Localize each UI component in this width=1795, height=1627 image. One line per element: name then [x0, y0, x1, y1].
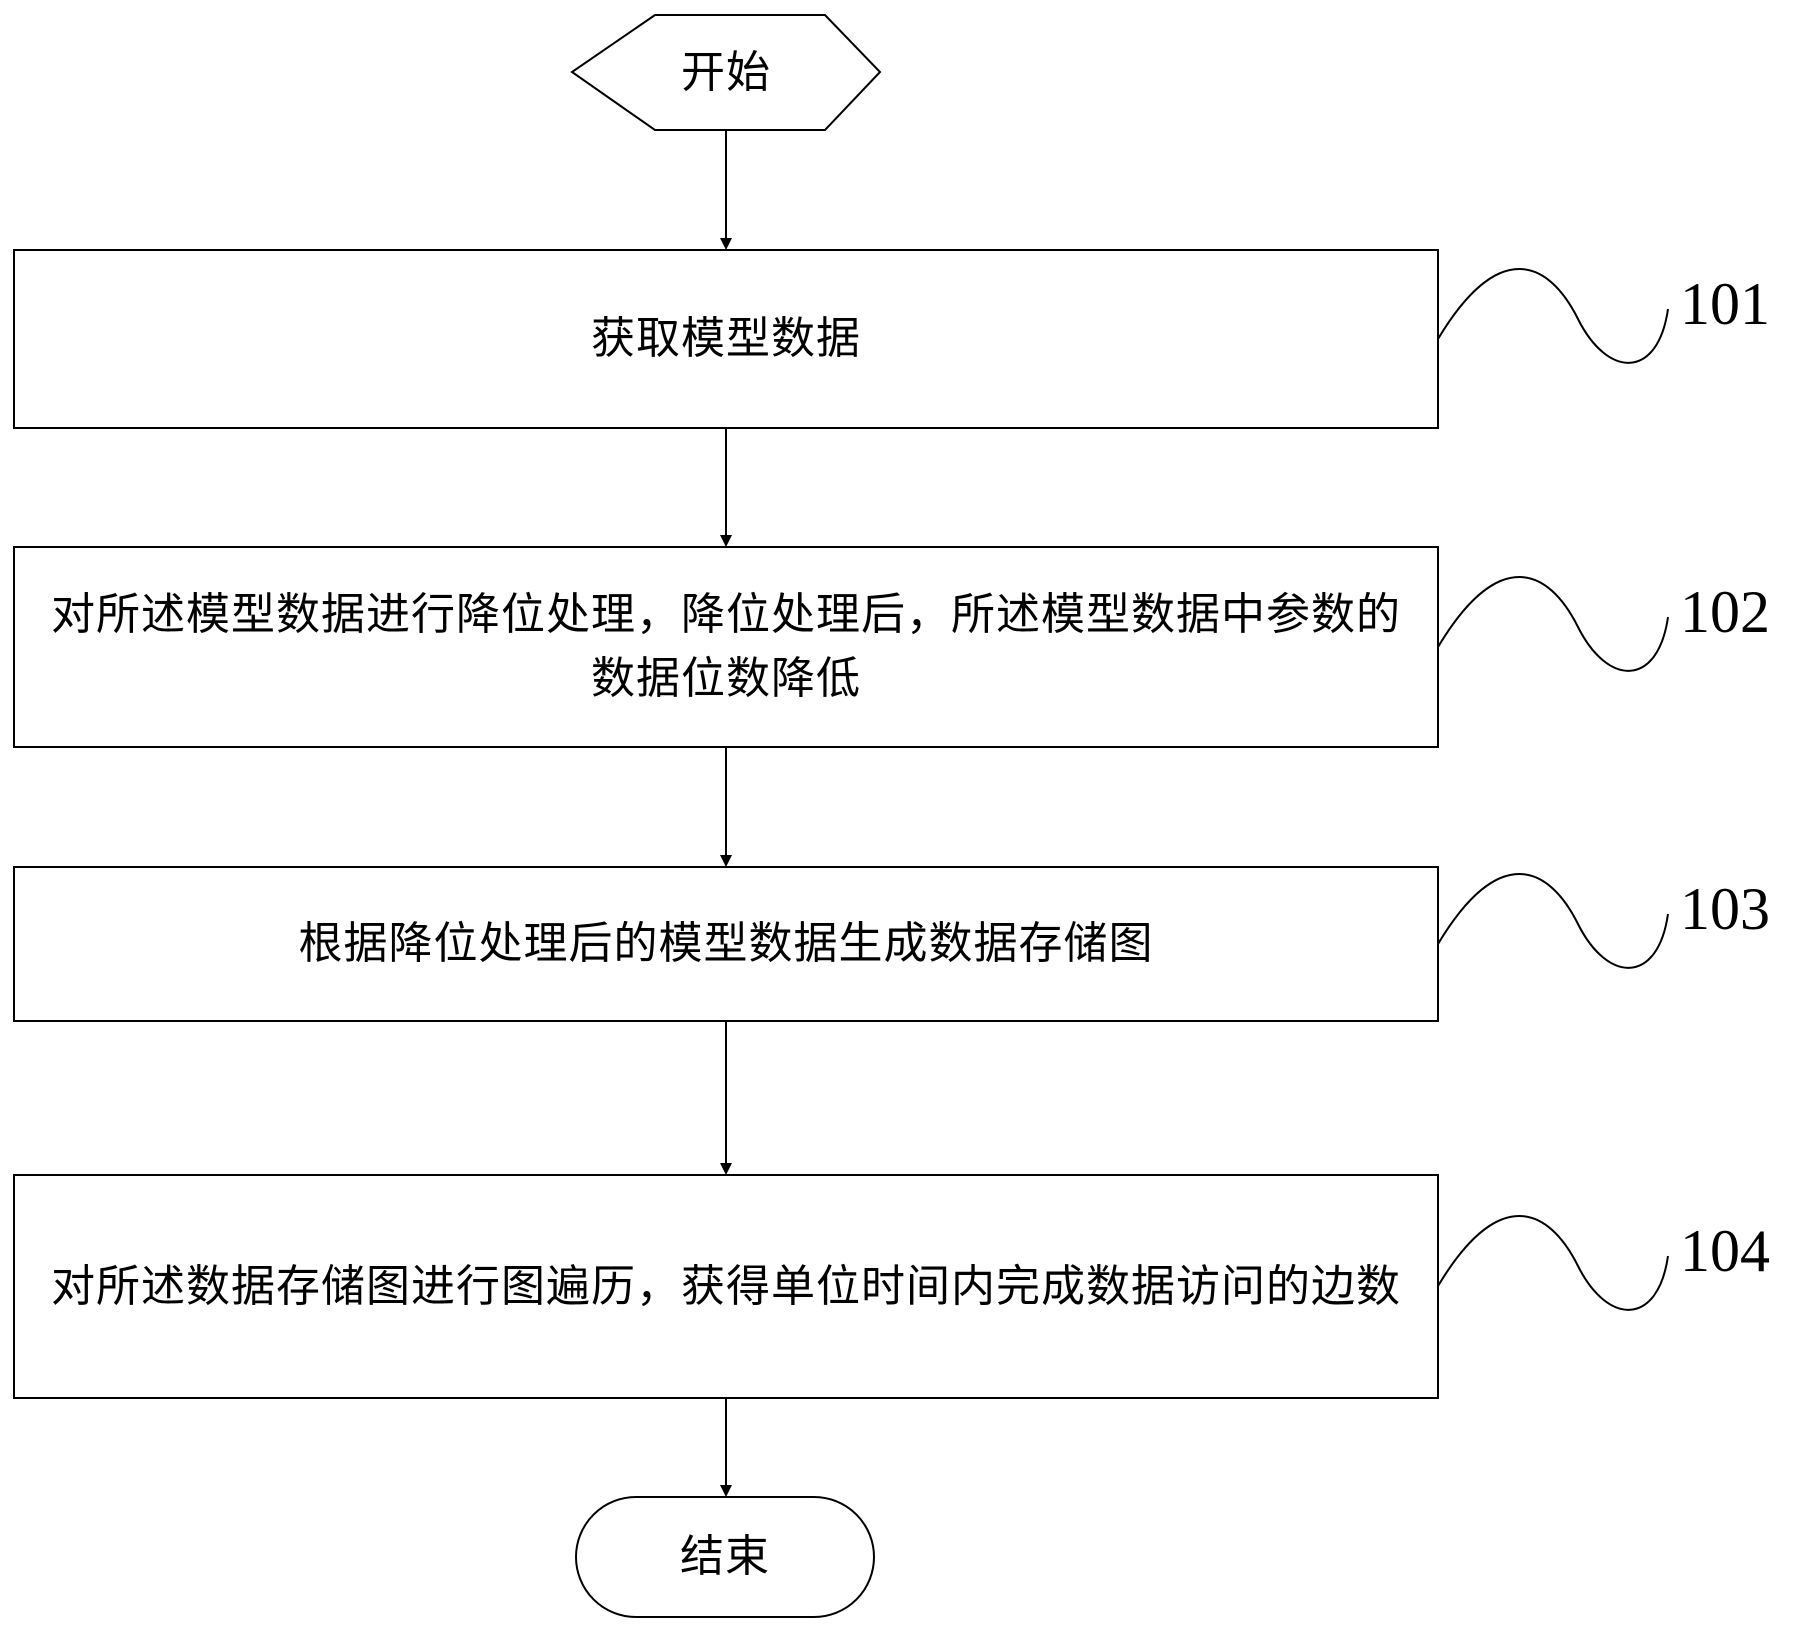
step-box-103 [13, 866, 1439, 1022]
leader-squiggle-104 [1437, 1215, 1669, 1311]
end-terminal-shape [575, 1496, 875, 1618]
leader-squiggle-101 [1437, 268, 1669, 364]
end-label: 结束 [680, 1531, 770, 1582]
start-label: 开始 [681, 46, 771, 98]
start-terminal: 开始 [572, 15, 880, 130]
step-box-101 [13, 249, 1439, 429]
leader-squiggle-102 [1437, 576, 1669, 672]
leader-squiggle-103 [1437, 873, 1669, 969]
step-label-101: 101 [1680, 271, 1770, 337]
step-text-104: 对所述数据存储图进行图遍历，获得单位时间内完成数据访问的边数 [51, 1260, 1401, 1312]
step-103: 根据降位处理后的模型数据生成数据存储图 [14, 867, 1438, 1021]
step-101: 获取模型数据 [14, 250, 1438, 428]
end-terminal: 结束 [576, 1497, 874, 1617]
step-102: 对所述模型数据进行降位处理，降位处理后，所述模型数据中参数的数据位数降低 [34, 547, 1418, 747]
step-label-104: 104 [1680, 1218, 1770, 1284]
step-box-104 [13, 1174, 1439, 1399]
step-label-103: 103 [1680, 876, 1770, 942]
step-text-101: 获取模型数据 [591, 313, 861, 364]
step-label-102: 102 [1680, 579, 1770, 645]
start-terminal-shape [570, 14, 882, 131]
step-104: 对所述数据存储图进行图遍历，获得单位时间内完成数据访问的边数 [34, 1175, 1418, 1398]
step-text-103: 根据降位处理后的模型数据生成数据存储图 [298, 918, 1154, 969]
step-text-102: 对所述模型数据进行降位处理，降位处理后，所述模型数据中参数的数据位数降低 [51, 589, 1401, 704]
